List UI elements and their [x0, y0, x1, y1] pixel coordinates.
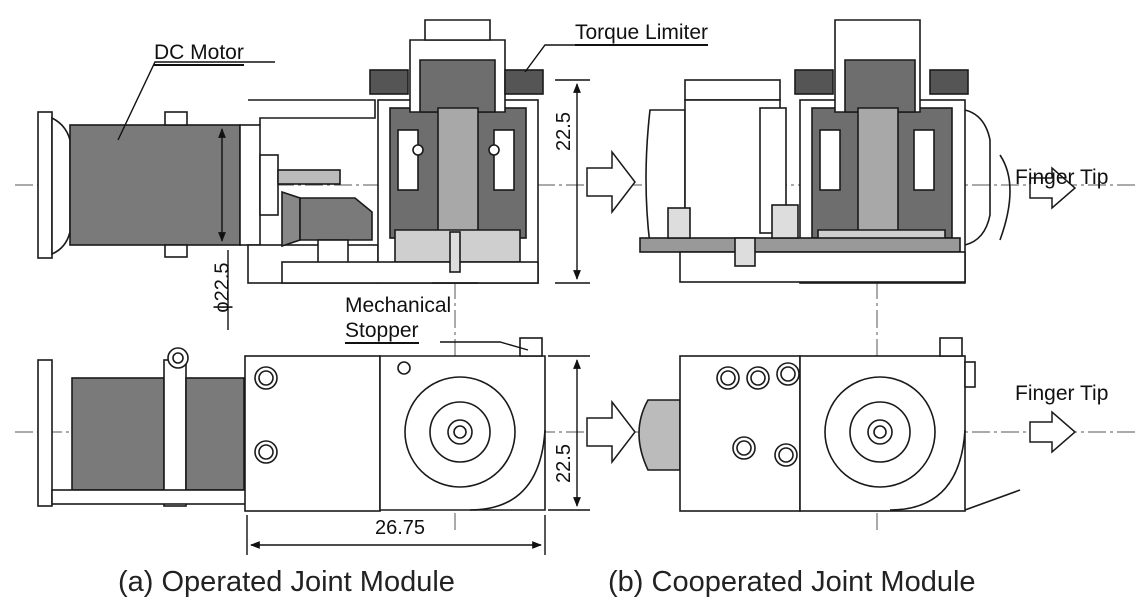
- transition-arrow-top: [586, 149, 636, 215]
- height-bottom-dim-text: 22.5: [552, 444, 575, 483]
- caption-b: (b) Cooperated Joint Module: [608, 566, 976, 598]
- mechanical-label: Mechanical: [345, 294, 452, 317]
- dim-height-bottom: [548, 355, 590, 511]
- caption-a: (a) Operated Joint Module: [118, 566, 455, 598]
- dim-width-bottom: [246, 515, 546, 555]
- finger-tip-arrow-top: [1029, 166, 1077, 210]
- torque-limiter-label: Torque Limiter: [575, 21, 709, 47]
- finger-tip-arrow-bottom: [1029, 410, 1077, 454]
- operated-top-view: [37, 19, 544, 284]
- cooperated-bottom-view: [638, 337, 1021, 512]
- transition-arrow-bottom: [586, 399, 636, 465]
- cooperated-top-view: [639, 19, 1011, 284]
- motor-diameter-dim-text: ϕ22.5: [211, 262, 234, 313]
- dc-motor-body: [69, 124, 241, 246]
- operated-bottom-view: [37, 337, 546, 512]
- finger-tip-label-bottom: Finger Tip: [1015, 382, 1109, 405]
- width-bottom-dim-text: 26.75: [375, 517, 426, 539]
- dim-motor-diameter: [218, 128, 229, 330]
- motor-flange-top: [37, 111, 53, 259]
- dim-height-top: [555, 79, 590, 284]
- stopper-label: Stopper: [345, 319, 419, 345]
- height-top-dim-text: 22.5: [552, 112, 575, 151]
- finger-tip-label-top: Finger Tip: [1015, 166, 1109, 189]
- leader-lines: [117, 44, 575, 351]
- dc-motor-label: DC Motor: [154, 41, 244, 67]
